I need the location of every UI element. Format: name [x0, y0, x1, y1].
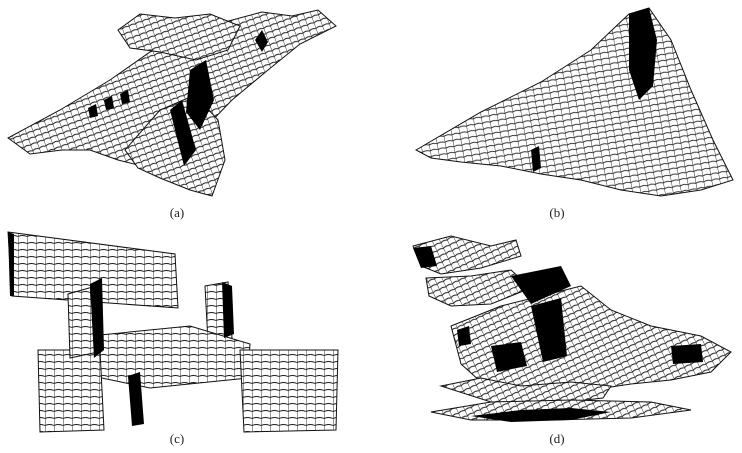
- caption-a: (a): [157, 205, 197, 221]
- surface-mesh-c: [0, 226, 371, 453]
- surface-mesh-b: [371, 0, 742, 226]
- panel-b: (b): [371, 0, 742, 226]
- surface-mesh-a: [0, 0, 371, 226]
- panel-c: (c): [0, 226, 371, 453]
- caption-d: (d): [537, 431, 577, 447]
- caption-b: (b): [537, 205, 577, 221]
- surface-mesh-d: [371, 226, 742, 453]
- panel-a: (a): [0, 0, 371, 226]
- panel-d: (d): [371, 226, 742, 453]
- caption-c: (c): [157, 431, 197, 447]
